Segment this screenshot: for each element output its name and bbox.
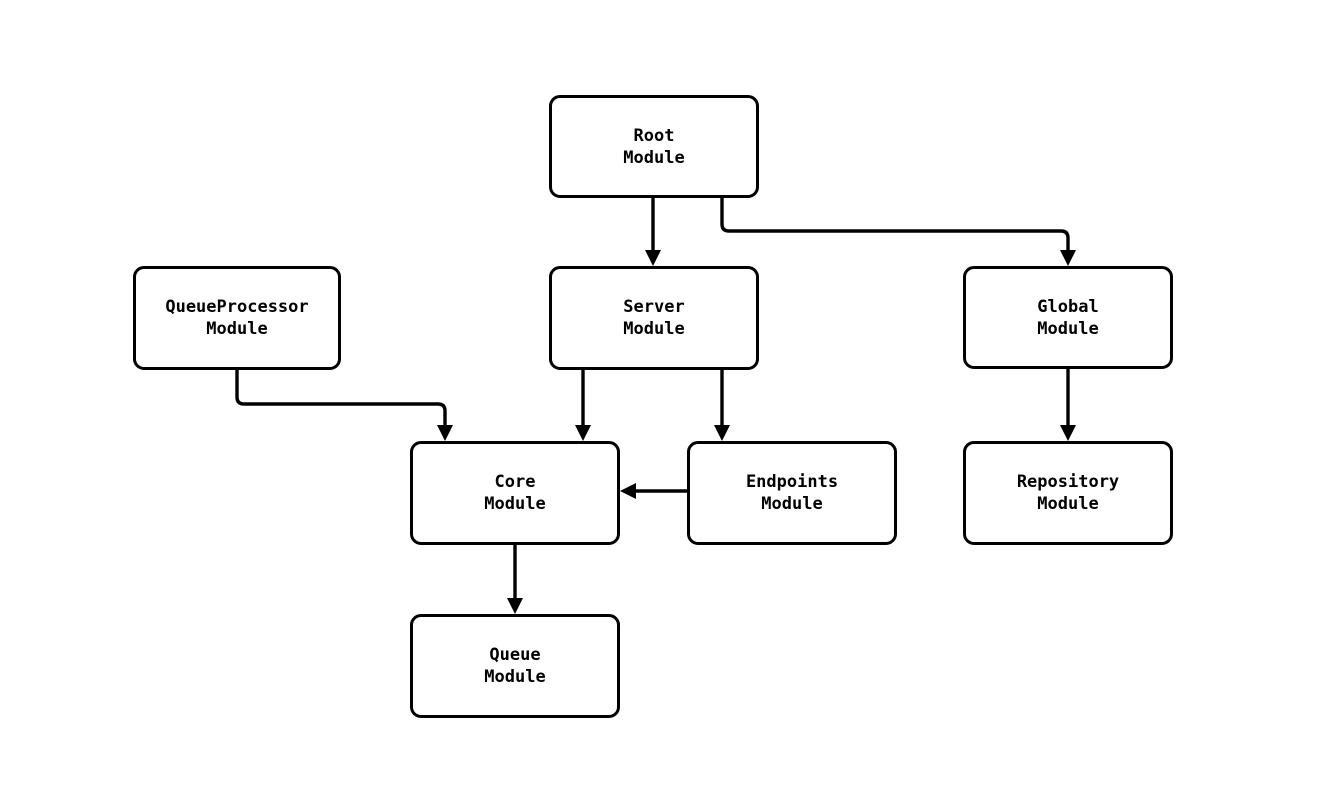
edge-root-to-global [720,198,1076,266]
node-repository-module-line1: Repository [1016,472,1120,492]
node-global-module[interactable]: Global Module [963,266,1173,369]
edge-root-to-server [645,198,661,266]
node-server-module-line2: Module [623,319,685,339]
edge-core-to-queue [507,545,523,614]
node-server-module[interactable]: Server Module [549,266,759,370]
node-core-module[interactable]: Core Module [410,441,620,545]
edge-server-to-core [575,370,591,441]
node-global-module-line1: Global [1037,296,1099,317]
node-endpoints-module-line2: Module [761,494,823,514]
node-queueprocessor-module[interactable]: QueueProcessor Module [133,266,341,370]
node-repository-module[interactable]: Repository Module [963,441,1173,545]
node-queue-module-line1: Queue [489,645,541,665]
node-root-module-line1: Root [633,125,675,146]
edge-global-to-repository [1060,369,1076,441]
node-server-module-line1: Server [623,297,685,317]
edge-endpoints-to-core [620,483,687,499]
node-root-module[interactable]: Root Module [549,95,759,198]
node-endpoints-module-line1: Endpoints [745,472,839,492]
node-global-module-line2: Module [1037,318,1099,339]
node-root-module-line2: Module [623,147,685,168]
node-queue-module[interactable]: Queue Module [410,614,620,718]
node-queueprocessor-module-line2: Module [206,319,268,339]
node-queueprocessor-module-line1: QueueProcessor [165,297,309,317]
edge-queueprocessor-to-core [235,370,453,441]
node-repository-module-line2: Module [1037,494,1099,514]
edge-server-to-endpoints [714,370,730,441]
node-queue-module-line2: Module [484,667,546,687]
node-endpoints-module[interactable]: Endpoints Module [687,441,897,545]
node-core-module-line1: Core [494,472,536,492]
node-core-module-line2: Module [484,494,546,514]
